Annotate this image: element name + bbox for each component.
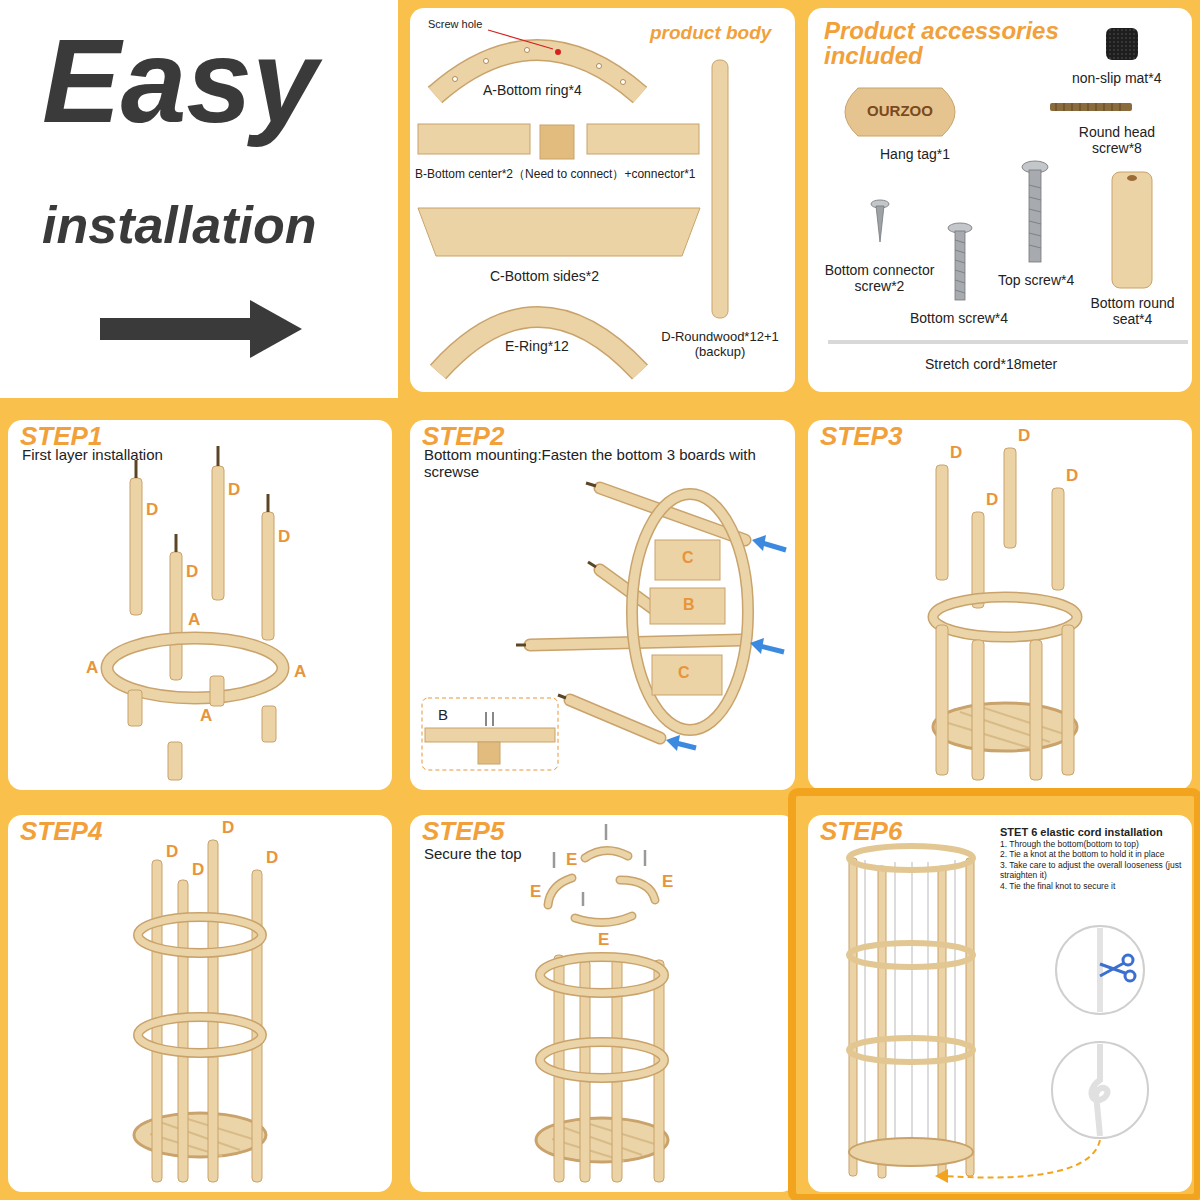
panel-text: Secure the top	[424, 845, 522, 862]
part-letter: B	[438, 706, 448, 723]
part-name: Stretch cord*18meter	[925, 356, 1057, 372]
part-name: B-Bottom center*2（Need to connect）+conne…	[415, 168, 696, 182]
step-title: STEP4	[20, 817, 102, 847]
step-title: STEP6	[820, 817, 902, 847]
part-letter: B	[681, 596, 697, 614]
instruction-note: 3. Take care to adjust the overall loose…	[1000, 861, 1190, 881]
panel-text: First layer installation	[22, 446, 163, 463]
step-title: STEP5	[422, 817, 504, 847]
part-name: C-Bottom sides*2	[490, 268, 599, 284]
panel-text: Easy	[42, 14, 318, 150]
part-letter: A	[188, 610, 200, 630]
instruction-note: 2. Tie a knot at the bottom to hold it i…	[1000, 850, 1190, 860]
panel-text: installation	[42, 196, 316, 256]
part-name: Screw hole	[428, 18, 482, 31]
step-title: STEP3	[820, 422, 902, 452]
part-name: Hang tag*1	[880, 146, 950, 162]
part-letter: D	[222, 818, 234, 838]
part-letter: E	[662, 872, 673, 892]
part-name: Bottom screw*4	[910, 310, 1008, 326]
part-letter: D	[266, 848, 278, 868]
part-name: E-Ring*12	[505, 338, 569, 354]
part-letter: D	[228, 480, 240, 500]
part-letter: E	[530, 882, 541, 902]
part-letter: D	[1018, 426, 1030, 446]
step-panel: STEP2Bottom mounting:Fasten the bottom 3…	[410, 420, 795, 790]
part-letter: D	[986, 490, 998, 510]
part-letter: C	[680, 549, 696, 567]
part-letter: E	[598, 930, 609, 950]
panel-text: Product accessories included	[824, 18, 1114, 68]
instruction-note: 4. Tie the final knot to secure it	[1000, 882, 1190, 892]
part-name: non-slip mat*4	[1072, 70, 1162, 86]
part-letter: D	[278, 527, 290, 547]
part-letter: A	[86, 658, 98, 678]
step-panel: STEP1First layer installation	[8, 420, 392, 790]
part-name: D-Roundwood*12+1 (backup)	[655, 330, 785, 360]
part-name: OURZOO	[845, 102, 955, 119]
intro-panel: Easy installation	[0, 0, 398, 398]
part-letter: D	[192, 860, 204, 880]
part-letter: E	[566, 850, 577, 870]
part-name: Bottom connector screw*2	[812, 262, 947, 294]
part-letter: A	[200, 706, 212, 726]
part-name: Bottom round seat*4	[1080, 295, 1185, 327]
accessories-panel: Product accessories included	[808, 8, 1192, 392]
instruction-note: 1. Through the bottom(bottom to top)	[1000, 840, 1190, 850]
part-letter: C	[676, 664, 692, 682]
part-name: Round head screw*8	[1062, 124, 1172, 156]
step-panel: STEP5Secure the top	[410, 815, 795, 1192]
part-letter: D	[146, 500, 158, 520]
part-name: Top screw*4	[998, 272, 1074, 288]
panel-text: product body	[650, 22, 771, 44]
part-letter: D	[1066, 466, 1078, 486]
part-letter: D	[166, 842, 178, 862]
panel-text: Bottom mounting:Fasten the bottom 3 boar…	[424, 446, 764, 481]
part-name: A-Bottom ring*4	[483, 82, 582, 98]
part-letter: D	[186, 562, 198, 582]
instruction-note: STET 6 elastic cord installation	[1000, 826, 1192, 839]
part-letter: A	[294, 662, 306, 682]
part-letter: D	[950, 443, 962, 463]
step-panel: STEP3	[808, 420, 1192, 790]
